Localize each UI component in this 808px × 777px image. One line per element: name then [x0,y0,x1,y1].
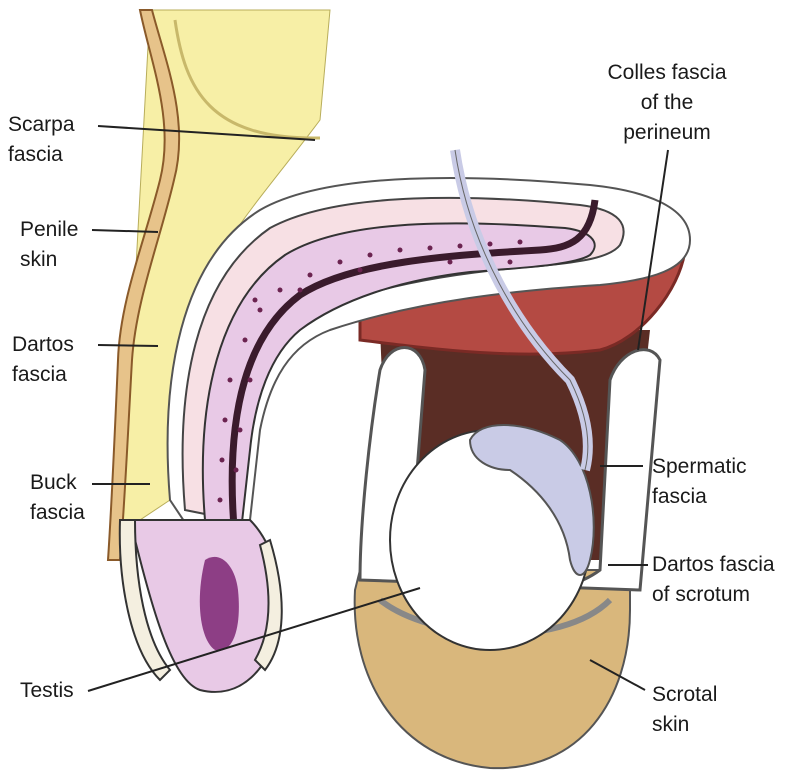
label-line: Scrotal [652,683,718,706]
label-buck-fascia: Buck fascia [30,468,85,528]
label-line: of the [640,91,694,114]
label-colles-fascia: Colles fascia of the perineum [592,58,742,148]
spongy-dots [217,239,523,503]
glans [118,519,283,693]
label-line: perineum [623,121,711,144]
label-testis: Testis [20,676,74,706]
label-line: fascia [12,363,67,386]
label-scarpa-fascia: Scarpa fascia [8,110,75,170]
penis-shaft [166,176,692,562]
leader-testis [87,587,421,692]
label-line: of scrotum [652,583,751,606]
glans-core [199,556,239,651]
label-line: skin [652,713,690,736]
leader-lines [87,125,669,692]
leader-scarpa [97,125,316,141]
scarpa-fascia-line [173,19,321,140]
label-line: Testis [20,679,74,702]
label-scrotal-skin: Scrotal skin [652,680,717,740]
label-line: Dartos [12,333,74,356]
urethra [228,199,599,541]
epididymis [468,424,595,576]
leader-dartos [97,344,159,347]
label-line: Penile [20,218,79,241]
label-line: fascia [8,143,63,166]
label-line: Scarpa [8,113,75,136]
leader-scrotal-skin [589,659,646,691]
foreskin-right [253,538,283,672]
label-line: Buck [30,471,77,494]
leader-colles [637,149,669,351]
foreskin-left [118,519,172,682]
label-dartos-fascia: Dartos fascia [12,330,74,390]
leader-penile-skin [91,229,159,233]
label-line: Colles fascia [607,61,727,84]
scrotum [353,149,662,770]
label-line: fascia [30,501,85,524]
spermatic-cord-outline [454,149,589,471]
corpus-body [201,222,596,542]
label-line: skin [20,248,58,271]
label-spermatic-fascia: Spermatic fascia [652,452,747,512]
label-line: fascia [652,485,707,508]
label-penile-skin: Penile skin [20,215,78,275]
label-line: Dartos fascia [652,553,775,576]
label-dartos-scrotum: Dartos fascia of scrotum [652,550,775,610]
label-line: Spermatic [652,455,747,478]
